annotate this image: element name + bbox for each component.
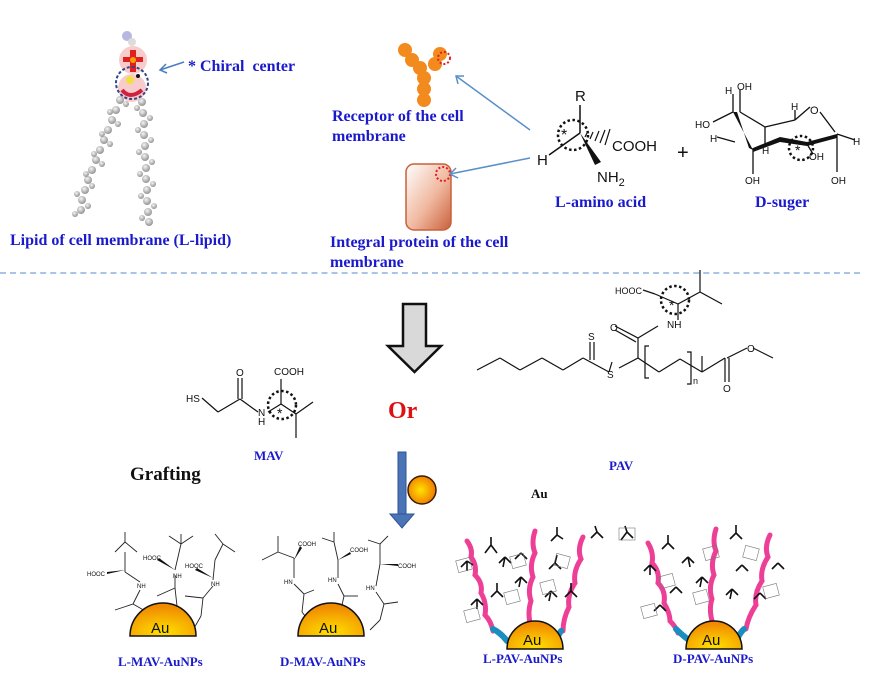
arrow-icon xyxy=(158,61,185,74)
au-label: Au xyxy=(531,486,548,501)
lipid-molecule-illustration xyxy=(72,31,157,226)
pav-structure: S S O NH HOOC n O O * xyxy=(476,270,774,395)
atom-h: H xyxy=(537,152,548,169)
group-nh: NH xyxy=(137,584,146,590)
atom-s: S xyxy=(607,370,614,381)
group-cooh: COOH xyxy=(298,542,316,548)
atom-ho: HO xyxy=(695,120,710,131)
group-cooh: COOH xyxy=(350,548,368,554)
group-hooc: HOOC xyxy=(143,556,162,562)
d-sugar-structure: H OH HO H H O H H OH OH OH * xyxy=(695,82,860,187)
amino-acid-label: L-amino acid xyxy=(555,194,647,211)
chiral-center-marker xyxy=(556,118,590,152)
d-pav-aunps-label: D-PAV-AuNPs xyxy=(673,651,754,666)
d-pav-aunps-illustration: Au xyxy=(640,525,785,650)
down-arrow-icon xyxy=(384,302,445,374)
integral-protein-label-line2: membrane xyxy=(330,254,404,271)
atom-h: H xyxy=(853,137,860,148)
au-core-label: Au xyxy=(151,620,169,637)
atom-oh: OH xyxy=(809,152,824,163)
group-hn: HN xyxy=(366,586,375,592)
atom-h: H xyxy=(791,102,798,113)
receptor-label-line1: Receptor of the cell xyxy=(332,108,464,125)
asterisk-marker: * xyxy=(277,405,283,421)
atom-h: H xyxy=(710,134,717,145)
atom-o: O xyxy=(810,105,819,117)
atom-o: O xyxy=(236,368,244,379)
atom-h: H xyxy=(258,417,265,428)
pav-label: PAV xyxy=(609,458,634,473)
chiral-center-marker xyxy=(659,284,691,316)
chiral-center-text: Chiral center xyxy=(200,58,296,75)
chiral-center-marker xyxy=(115,66,149,100)
free-fragments xyxy=(590,525,636,541)
group-nh: NH xyxy=(173,574,182,580)
atom-h: H xyxy=(725,86,732,97)
l-pav-aunps-label: L-PAV-AuNPs xyxy=(483,651,563,666)
chiral-site-marker xyxy=(437,51,451,65)
chiral-center-marker xyxy=(787,134,815,162)
atom-o: O xyxy=(723,384,731,395)
group-hs: HS xyxy=(186,394,200,405)
group-hn: HN xyxy=(284,580,293,586)
atom-oh: OH xyxy=(745,176,760,187)
l-mav-aunps-label: L-MAV-AuNPs xyxy=(118,654,203,669)
atom-o: O xyxy=(747,344,755,355)
group-nh2: NH2 xyxy=(597,169,625,189)
asterisk-marker: * xyxy=(188,58,196,75)
integral-protein-label: Integral protein of the cell membrane xyxy=(330,233,508,273)
asterisk-marker: * xyxy=(795,142,801,158)
au-core-label: Au xyxy=(523,632,541,649)
mav-structure: HS O N H COOH * xyxy=(186,367,314,438)
l-pav-aunps-illustration: Au xyxy=(455,527,586,650)
group-hooc: HOOC xyxy=(185,564,204,570)
group-hn: HN xyxy=(328,578,337,584)
integral-protein-illustration xyxy=(405,163,452,231)
atom-oh: OH xyxy=(737,82,752,93)
group-cooh: COOH xyxy=(612,138,657,155)
chiral-center-label: * Chiral center xyxy=(188,57,295,77)
asterisk-marker: * xyxy=(561,127,567,144)
d-mav-aunps-illustration: COOH COOH COOH HN HN HN Au xyxy=(261,532,416,637)
arrow-to-receptor xyxy=(455,75,531,131)
gold-nanoparticle-icon xyxy=(407,475,437,505)
group-hooc: HOOC xyxy=(87,572,106,578)
asterisk-marker: * xyxy=(669,297,675,313)
grafting-label: Grafting xyxy=(130,464,201,485)
l-mav-aunps-illustration: HOOC HOOC HOOC NH NH NH Au xyxy=(87,532,236,637)
sugar-label: D-suger xyxy=(755,194,810,211)
group-hooc: HOOC xyxy=(615,286,643,296)
l-amino-acid-structure: R H COOH NH2 * xyxy=(537,88,657,189)
pointer-arrows xyxy=(448,75,531,179)
arrow-to-protein xyxy=(449,157,531,175)
au-core-label: Au xyxy=(702,632,720,649)
d-mav-aunps-label: D-MAV-AuNPs xyxy=(280,654,366,669)
plus-sign: + xyxy=(677,142,689,164)
receptor-illustration xyxy=(398,43,451,107)
or-label: Or xyxy=(388,398,418,424)
group-cooh: COOH xyxy=(274,367,304,378)
group-nh: NH xyxy=(667,320,681,331)
atom-r: R xyxy=(575,88,586,105)
atom-s: S xyxy=(588,332,595,343)
section-divider xyxy=(0,272,860,274)
atom-oh: OH xyxy=(831,176,846,187)
atom-h: H xyxy=(762,146,769,157)
chiral-center-marker xyxy=(266,389,298,421)
receptor-label: Receptor of the cell membrane xyxy=(332,107,464,147)
atom-n: N xyxy=(258,408,265,419)
atom-o: O xyxy=(610,323,618,334)
group-nh: NH xyxy=(211,582,220,588)
au-core-label: Au xyxy=(319,620,337,637)
receptor-label-line2: membrane xyxy=(332,128,406,145)
lipid-label: Lipid of cell membrane (L-lipid) xyxy=(10,232,232,249)
mav-label: MAV xyxy=(254,448,284,463)
subscript-n: n xyxy=(693,376,698,386)
group-cooh: COOH xyxy=(398,564,416,570)
integral-protein-label-line1: Integral protein of the cell xyxy=(330,234,509,251)
grafting-arrow-icon xyxy=(388,451,416,529)
